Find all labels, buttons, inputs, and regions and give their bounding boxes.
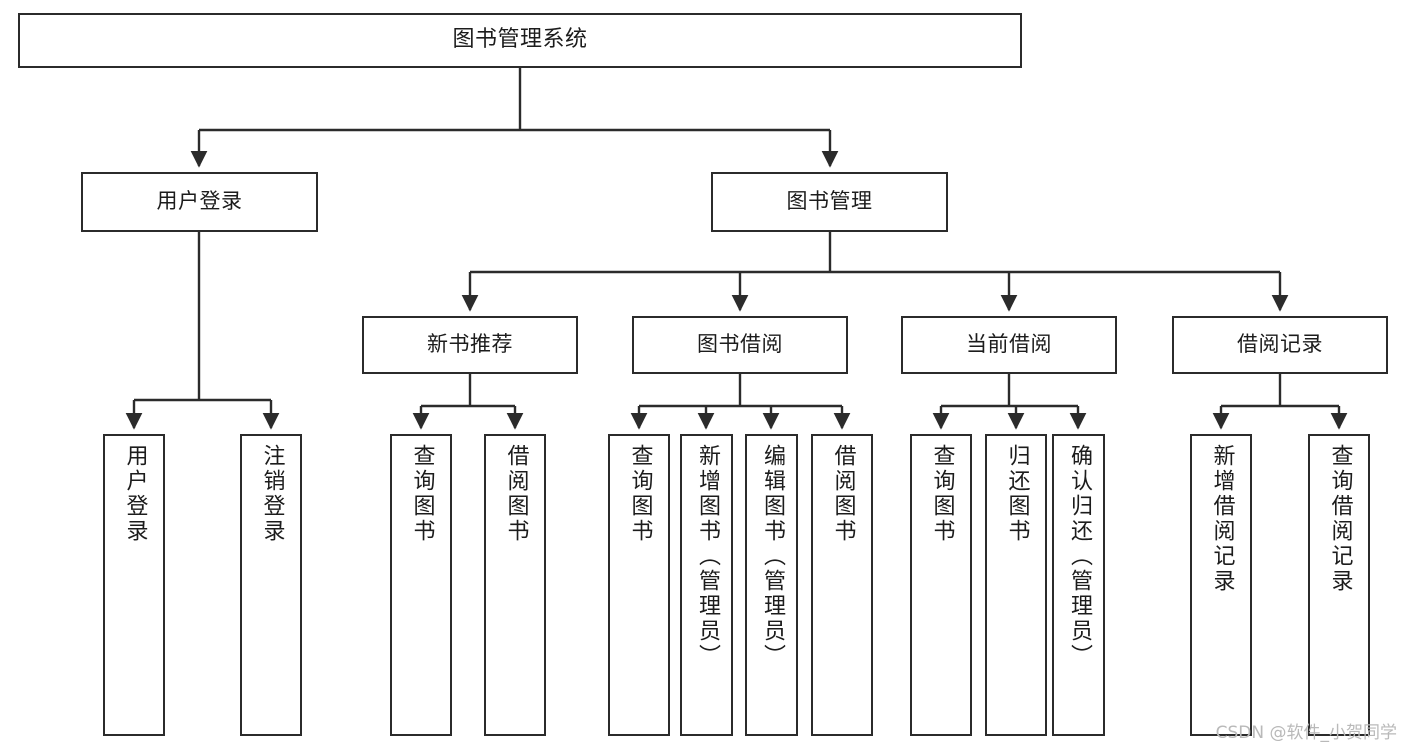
node-leaf-return-book[interactable]: 归还图书 [985, 434, 1047, 736]
node-borrow-record-label: 借阅记录 [1237, 332, 1323, 357]
node-book-borrow[interactable]: 图书借阅 [632, 316, 848, 374]
node-leaf-logout-label: 注销登录 [259, 444, 285, 544]
node-leaf-query-book-3[interactable]: 查询图书 [910, 434, 972, 736]
node-leaf-borrow-book-2-label: 借阅图书 [830, 444, 856, 544]
node-root[interactable]: 图书管理系统 [18, 13, 1022, 68]
node-leaf-borrow-book-1[interactable]: 借阅图书 [484, 434, 546, 736]
node-leaf-add-record[interactable]: 新增借阅记录 [1190, 434, 1252, 736]
node-leaf-query-book-1-label: 查询图书 [409, 444, 435, 544]
node-leaf-user-login[interactable]: 用户登录 [103, 434, 165, 736]
node-leaf-query-record[interactable]: 查询借阅记录 [1308, 434, 1370, 736]
node-book-manage-label: 图书管理 [786, 189, 873, 214]
watermark: CSDN @软件_小贺同学 [1215, 723, 1397, 743]
node-leaf-query-book-2-label: 查询图书 [627, 444, 653, 544]
node-new-book-recommend-label: 新书推荐 [427, 332, 513, 357]
node-book-borrow-label: 图书借阅 [697, 332, 783, 357]
node-leaf-edit-book[interactable]: 编辑图书（管理员） [745, 434, 798, 736]
node-borrow-record[interactable]: 借阅记录 [1172, 316, 1388, 374]
node-current-borrow[interactable]: 当前借阅 [901, 316, 1117, 374]
node-leaf-query-book-2[interactable]: 查询图书 [608, 434, 670, 736]
node-leaf-query-book-1[interactable]: 查询图书 [390, 434, 452, 736]
node-leaf-borrow-book-1-label: 借阅图书 [503, 444, 529, 544]
node-leaf-return-book-label: 归还图书 [1004, 444, 1030, 544]
node-user-login-label: 用户登录 [156, 189, 243, 214]
node-leaf-add-book-label: 新增图书（管理员） [694, 444, 720, 669]
node-book-manage[interactable]: 图书管理 [711, 172, 948, 232]
node-user-login[interactable]: 用户登录 [81, 172, 318, 232]
node-leaf-confirm-return[interactable]: 确认归还（管理员） [1052, 434, 1105, 736]
node-leaf-user-login-label: 用户登录 [122, 444, 148, 544]
node-current-borrow-label: 当前借阅 [966, 332, 1052, 357]
node-leaf-edit-book-label: 编辑图书（管理员） [759, 444, 785, 669]
node-leaf-borrow-book-2[interactable]: 借阅图书 [811, 434, 873, 736]
node-root-label: 图书管理系统 [452, 27, 588, 53]
node-leaf-query-book-3-label: 查询图书 [929, 444, 955, 544]
node-new-book-recommend[interactable]: 新书推荐 [362, 316, 578, 374]
node-leaf-add-book[interactable]: 新增图书（管理员） [680, 434, 733, 736]
node-leaf-query-record-label: 查询借阅记录 [1327, 444, 1353, 594]
node-leaf-confirm-return-label: 确认归还（管理员） [1066, 444, 1092, 669]
node-leaf-add-record-label: 新增借阅记录 [1209, 444, 1235, 594]
node-leaf-logout[interactable]: 注销登录 [240, 434, 302, 736]
